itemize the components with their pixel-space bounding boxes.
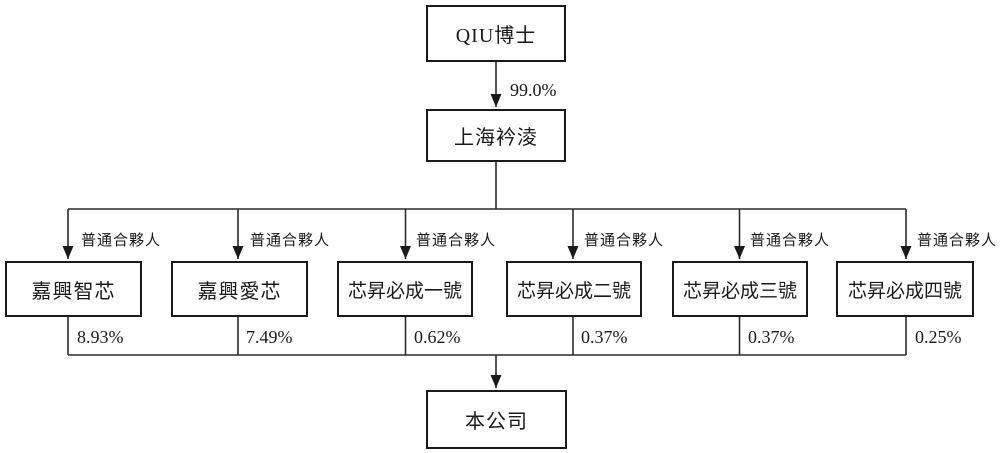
- node-xinsheng-bicheng-1-label: 芯昇必成一號: [347, 280, 462, 302]
- node-jiaxing-zhixin-label: 嘉興智芯: [31, 280, 116, 303]
- node-qiu-doctor: QIU博士: [426, 5, 566, 62]
- node-xinsheng-bicheng-3: 芯昇必成三號: [672, 261, 808, 317]
- gp-label-4: 普通合夥人: [584, 233, 665, 249]
- gp-label-1: 普通合夥人: [81, 233, 162, 249]
- ownership-percent-root-holding: 99.0%: [510, 80, 557, 100]
- ownership-percent-2: 7.49%: [246, 327, 293, 347]
- node-jiaxing-aixin-label: 嘉興愛芯: [197, 280, 282, 303]
- node-xinsheng-bicheng-2: 芯昇必成二號: [506, 261, 642, 317]
- ownership-percent-6: 0.25%: [915, 327, 962, 347]
- node-shanghai-jinling-label: 上海衿淩: [454, 127, 538, 149]
- node-qiu-doctor-label: QIU博士: [455, 25, 537, 47]
- ownership-percent-4: 0.37%: [581, 327, 628, 347]
- node-the-company-label: 本公司: [465, 411, 528, 433]
- gp-label-3: 普通合夥人: [416, 233, 497, 249]
- node-xinsheng-bicheng-4-label: 芯昇必成四號: [847, 280, 962, 302]
- node-xinsheng-bicheng-4: 芯昇必成四號: [836, 261, 974, 317]
- ownership-percent-3: 0.62%: [414, 327, 461, 347]
- node-xinsheng-bicheng-1: 芯昇必成一號: [337, 261, 473, 317]
- node-xinsheng-bicheng-3-label: 芯昇必成三號: [682, 280, 797, 302]
- ownership-percent-1: 8.93%: [77, 327, 124, 347]
- gp-label-2: 普通合夥人: [250, 233, 331, 249]
- node-the-company: 本公司: [426, 390, 567, 449]
- gp-label-5: 普通合夥人: [750, 233, 831, 249]
- ownership-percent-5: 0.37%: [748, 327, 795, 347]
- gp-label-6: 普通合夥人: [917, 233, 998, 249]
- node-jiaxing-zhixin: 嘉興智芯: [5, 261, 142, 317]
- node-jiaxing-aixin: 嘉興愛芯: [171, 261, 308, 317]
- node-xinsheng-bicheng-2-label: 芯昇必成二號: [516, 280, 631, 302]
- node-shanghai-jinling: 上海衿淩: [426, 109, 566, 162]
